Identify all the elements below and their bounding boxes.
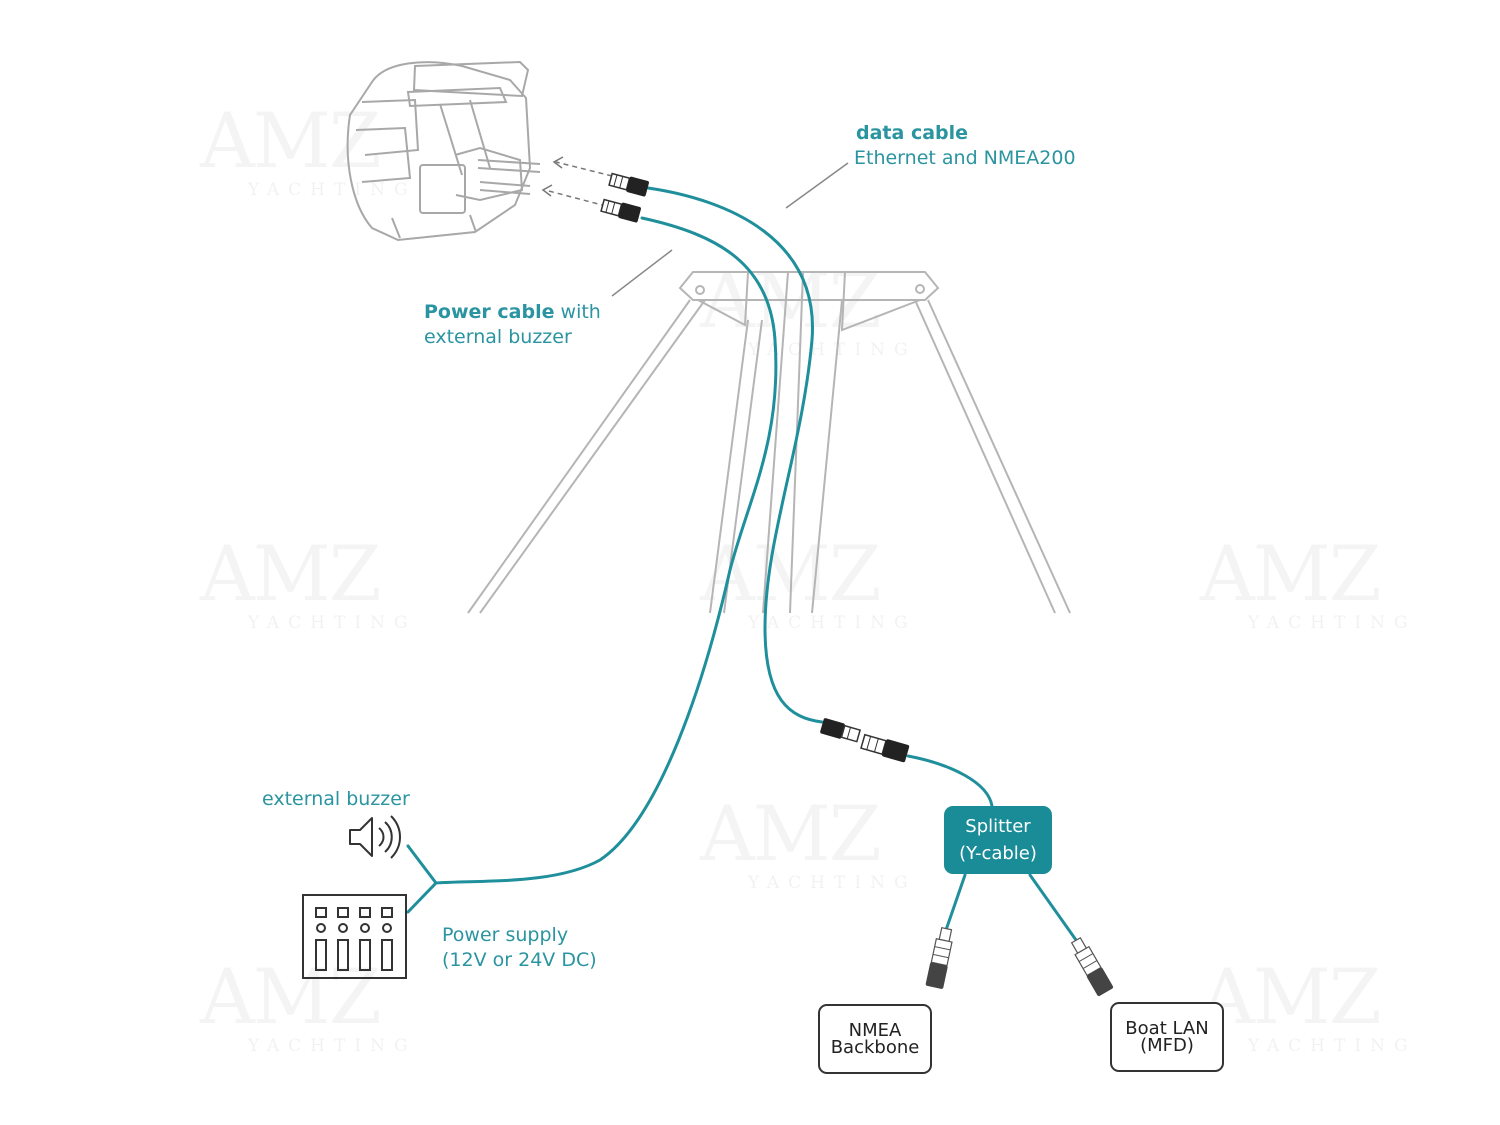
boat-lan-label: Boat LAN bbox=[1125, 1018, 1209, 1039]
power-cable-label: Power cable with bbox=[424, 300, 601, 325]
power-supply-voltage: (12V or 24V DC) bbox=[442, 949, 597, 971]
backbone-label: Backbone bbox=[830, 1037, 920, 1058]
power-cable bbox=[434, 216, 778, 885]
watermark: AMZYACHTING bbox=[200, 529, 417, 633]
boat-lan-box: Boat LAN (MFD) bbox=[1110, 1002, 1224, 1072]
data-cable-leader-line bbox=[785, 162, 849, 209]
radar-unit-icon bbox=[346, 60, 541, 242]
connector-icon bbox=[608, 172, 649, 197]
lan-branch-cable bbox=[1028, 873, 1078, 942]
watermark: AMZYACHTING bbox=[700, 789, 917, 893]
power-cable-bold: Power cable bbox=[424, 301, 555, 323]
watermark: AMZYACHTING bbox=[1200, 952, 1417, 1056]
fuse-panel-icon bbox=[302, 894, 407, 979]
connector-icon bbox=[1070, 936, 1114, 997]
connector-icon bbox=[925, 926, 953, 989]
splitter-box: Splitter (Y-cable) bbox=[944, 806, 1052, 874]
watermark: AMZYACHTING bbox=[1200, 529, 1417, 633]
splitter-label: Splitter bbox=[965, 816, 1031, 837]
data-cable-description: Ethernet and NMEA200 bbox=[854, 147, 1076, 169]
cables bbox=[406, 186, 1078, 942]
power-supply-label: Power supply bbox=[442, 924, 569, 946]
connector-icon bbox=[600, 198, 641, 223]
watermark: AMZYACHTING bbox=[200, 952, 417, 1056]
data-cable-title: data cable bbox=[856, 122, 969, 144]
external-buzzer-label: external buzzer bbox=[262, 788, 410, 810]
mfd-label: (MFD) bbox=[1140, 1035, 1194, 1056]
supply-branch-cable bbox=[406, 881, 438, 914]
speaker-icon bbox=[349, 815, 401, 859]
power-cable-label-line2: external buzzer bbox=[424, 326, 572, 348]
power-cable-leader-line bbox=[611, 249, 673, 297]
nmea-backbone-box: NMEA Backbone bbox=[818, 1004, 932, 1074]
nmea-label: NMEA bbox=[848, 1020, 902, 1041]
watermark: AMZYACHTING bbox=[200, 96, 417, 200]
buzzer-branch-cable bbox=[406, 844, 438, 885]
data-cable bbox=[646, 186, 824, 724]
connector-icon bbox=[860, 733, 910, 763]
nmea-branch-cable bbox=[944, 873, 967, 932]
splitter-sublabel: (Y-cable) bbox=[959, 843, 1037, 864]
power-cable-rest: with bbox=[554, 301, 601, 323]
insert-arrows bbox=[541, 156, 613, 207]
splitter-input-cable bbox=[906, 754, 994, 808]
connector-icon bbox=[820, 718, 862, 743]
